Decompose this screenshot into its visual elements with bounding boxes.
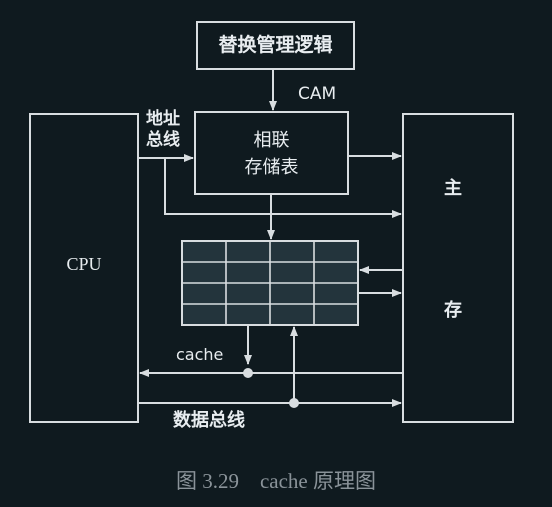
main-memory-box	[402, 113, 514, 423]
address-bus-to-main-memory	[164, 158, 402, 218]
replacement-logic-box	[196, 21, 355, 70]
assoc-table-label-2: 存储表	[244, 157, 299, 178]
junction-cache	[243, 368, 253, 378]
junction-databus	[289, 398, 299, 408]
cache-label: cache	[176, 345, 224, 364]
cam-label: CAM	[298, 84, 337, 104]
address-bus-label-2: 总线	[146, 130, 180, 150]
address-bus-label-1: 地址	[146, 109, 180, 129]
figure-caption: 图 3.29 cache 原理图	[175, 469, 377, 493]
cache-grid	[181, 240, 359, 326]
replacement-logic-label: 替换管理逻辑	[218, 34, 333, 56]
assoc-table-box	[194, 111, 349, 195]
main-memory-label-1: 主	[444, 178, 462, 199]
cpu-box	[29, 113, 139, 423]
main-memory-label-2: 存	[444, 300, 462, 321]
cpu-label: CPU	[66, 254, 102, 274]
data-bus-label: 数据总线	[173, 410, 245, 431]
assoc-table-label-1: 相联	[253, 130, 290, 151]
